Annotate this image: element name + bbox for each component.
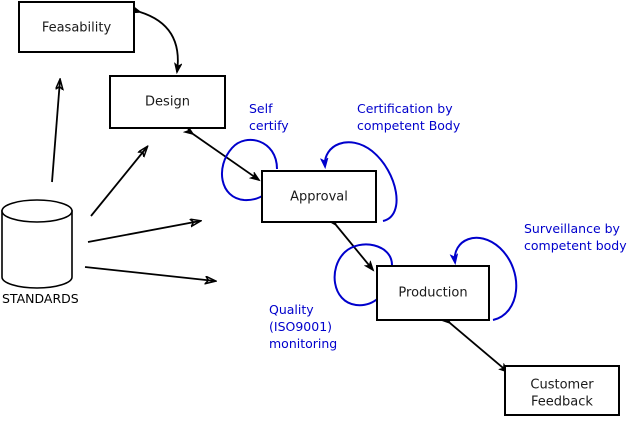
self-certify-line2: certify [249, 118, 289, 133]
loop-surveillance [455, 236, 518, 321]
certification-line1: Certification by [357, 101, 453, 116]
approval-box [261, 170, 377, 223]
node-feasability[interactable]: Feasability [18, 1, 135, 53]
arrow-feasability-design [140, 12, 178, 72]
design-label: Design [145, 95, 190, 110]
production-box [376, 265, 490, 321]
datastore-standards-label: STANDARDS [2, 291, 79, 306]
node-production[interactable]: Production [376, 265, 490, 321]
customer-feedback-box [504, 365, 620, 416]
arrow-standards-to-approval [87, 221, 200, 243]
quality-line1: Quality [269, 302, 314, 317]
annotation-self-certify: Self certify [249, 101, 289, 133]
production-label: Production [398, 286, 467, 301]
customer-feedback-label-line2: Feedback [531, 395, 593, 410]
arrow-standards-to-design [90, 147, 147, 217]
feasability-box [18, 1, 135, 53]
feasability-label: Feasability [42, 21, 112, 36]
annotation-surveillance: Surveillance by competent body [524, 221, 627, 253]
surveillance-line1: Surveillance by [524, 221, 621, 236]
node-customer-feedback[interactable]: Customer Feedback [504, 365, 620, 416]
datastore-standards[interactable]: STANDARDS [1, 199, 79, 306]
surveillance-line2: competent body [524, 238, 627, 253]
arrow-standards-to-production [84, 266, 215, 281]
certification-line2: competent Body [357, 118, 461, 133]
node-design[interactable]: Design [109, 75, 226, 129]
node-approval[interactable]: Approval [261, 170, 377, 223]
annotation-certification: Certification by competent Body [357, 101, 461, 133]
loop-certification [325, 141, 398, 222]
design-box [109, 75, 226, 129]
cylinder-body [1, 210, 73, 289]
arrow-production-customer-feedback [450, 323, 508, 372]
quality-line2: (ISO9001) [269, 319, 332, 334]
annotation-quality-monitoring: Quality (ISO9001) monitoring [269, 302, 337, 351]
arrow-standards-to-feasability [51, 80, 60, 183]
customer-feedback-label-line1: Customer [530, 378, 594, 393]
self-certify-line1: Self [249, 101, 273, 116]
approval-label: Approval [290, 190, 348, 205]
arrow-approval-production [336, 225, 373, 270]
cylinder-top [1, 199, 73, 223]
quality-line3: monitoring [269, 336, 337, 351]
